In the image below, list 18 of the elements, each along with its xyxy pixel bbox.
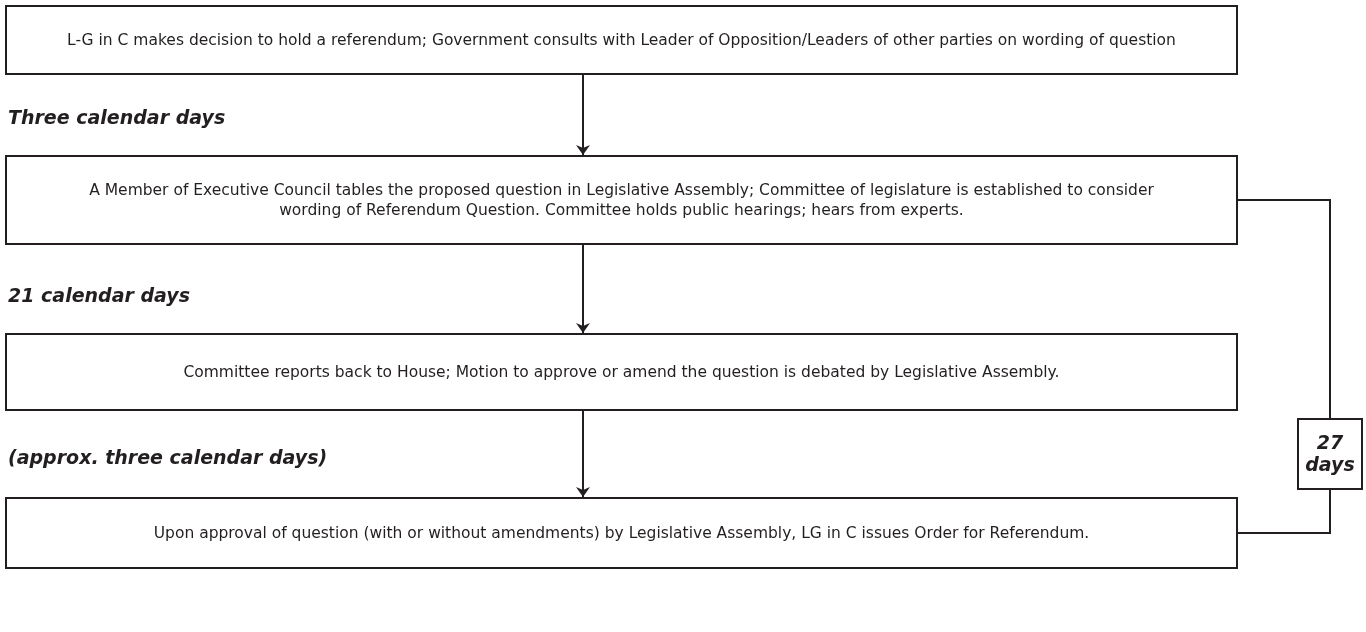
arrow <box>576 410 590 498</box>
process-box <box>5 333 1238 411</box>
duration-box <box>1297 418 1363 490</box>
process-box <box>5 155 1238 245</box>
step-text: A Member of Executive Council tables the proposed question in Legislative Assembly; Committee of legislature is established to consider wording of Referendum Question. Committee holds public hearings; hears from experts. <box>88 179 1155 221</box>
step-text: L-G in C makes decision to hold a referendum; Government consults with Leader of Opposition/Leaders of other parties on wording of question <box>67 29 1176 51</box>
step-text: Upon approval of question (with or without amendments) by Legislative Assembly, LG in C issues Order for Referendum. <box>153 522 1090 544</box>
process-box <box>5 5 1238 75</box>
arrow <box>576 244 590 334</box>
connector-line <box>1237 199 1331 419</box>
duration-label: Three calendar days <box>8 106 226 128</box>
duration-label: (approx. three calendar days) <box>8 446 328 468</box>
process-box <box>5 497 1238 569</box>
arrow <box>576 74 590 156</box>
duration-label: 21 calendar days <box>8 284 190 306</box>
duration-text: 27 days <box>1305 432 1355 476</box>
step-text: Committee reports back to House; Motion to approve or amend the question is debated by Legislative Assembly. <box>183 361 1060 383</box>
connector-line <box>1237 489 1331 534</box>
